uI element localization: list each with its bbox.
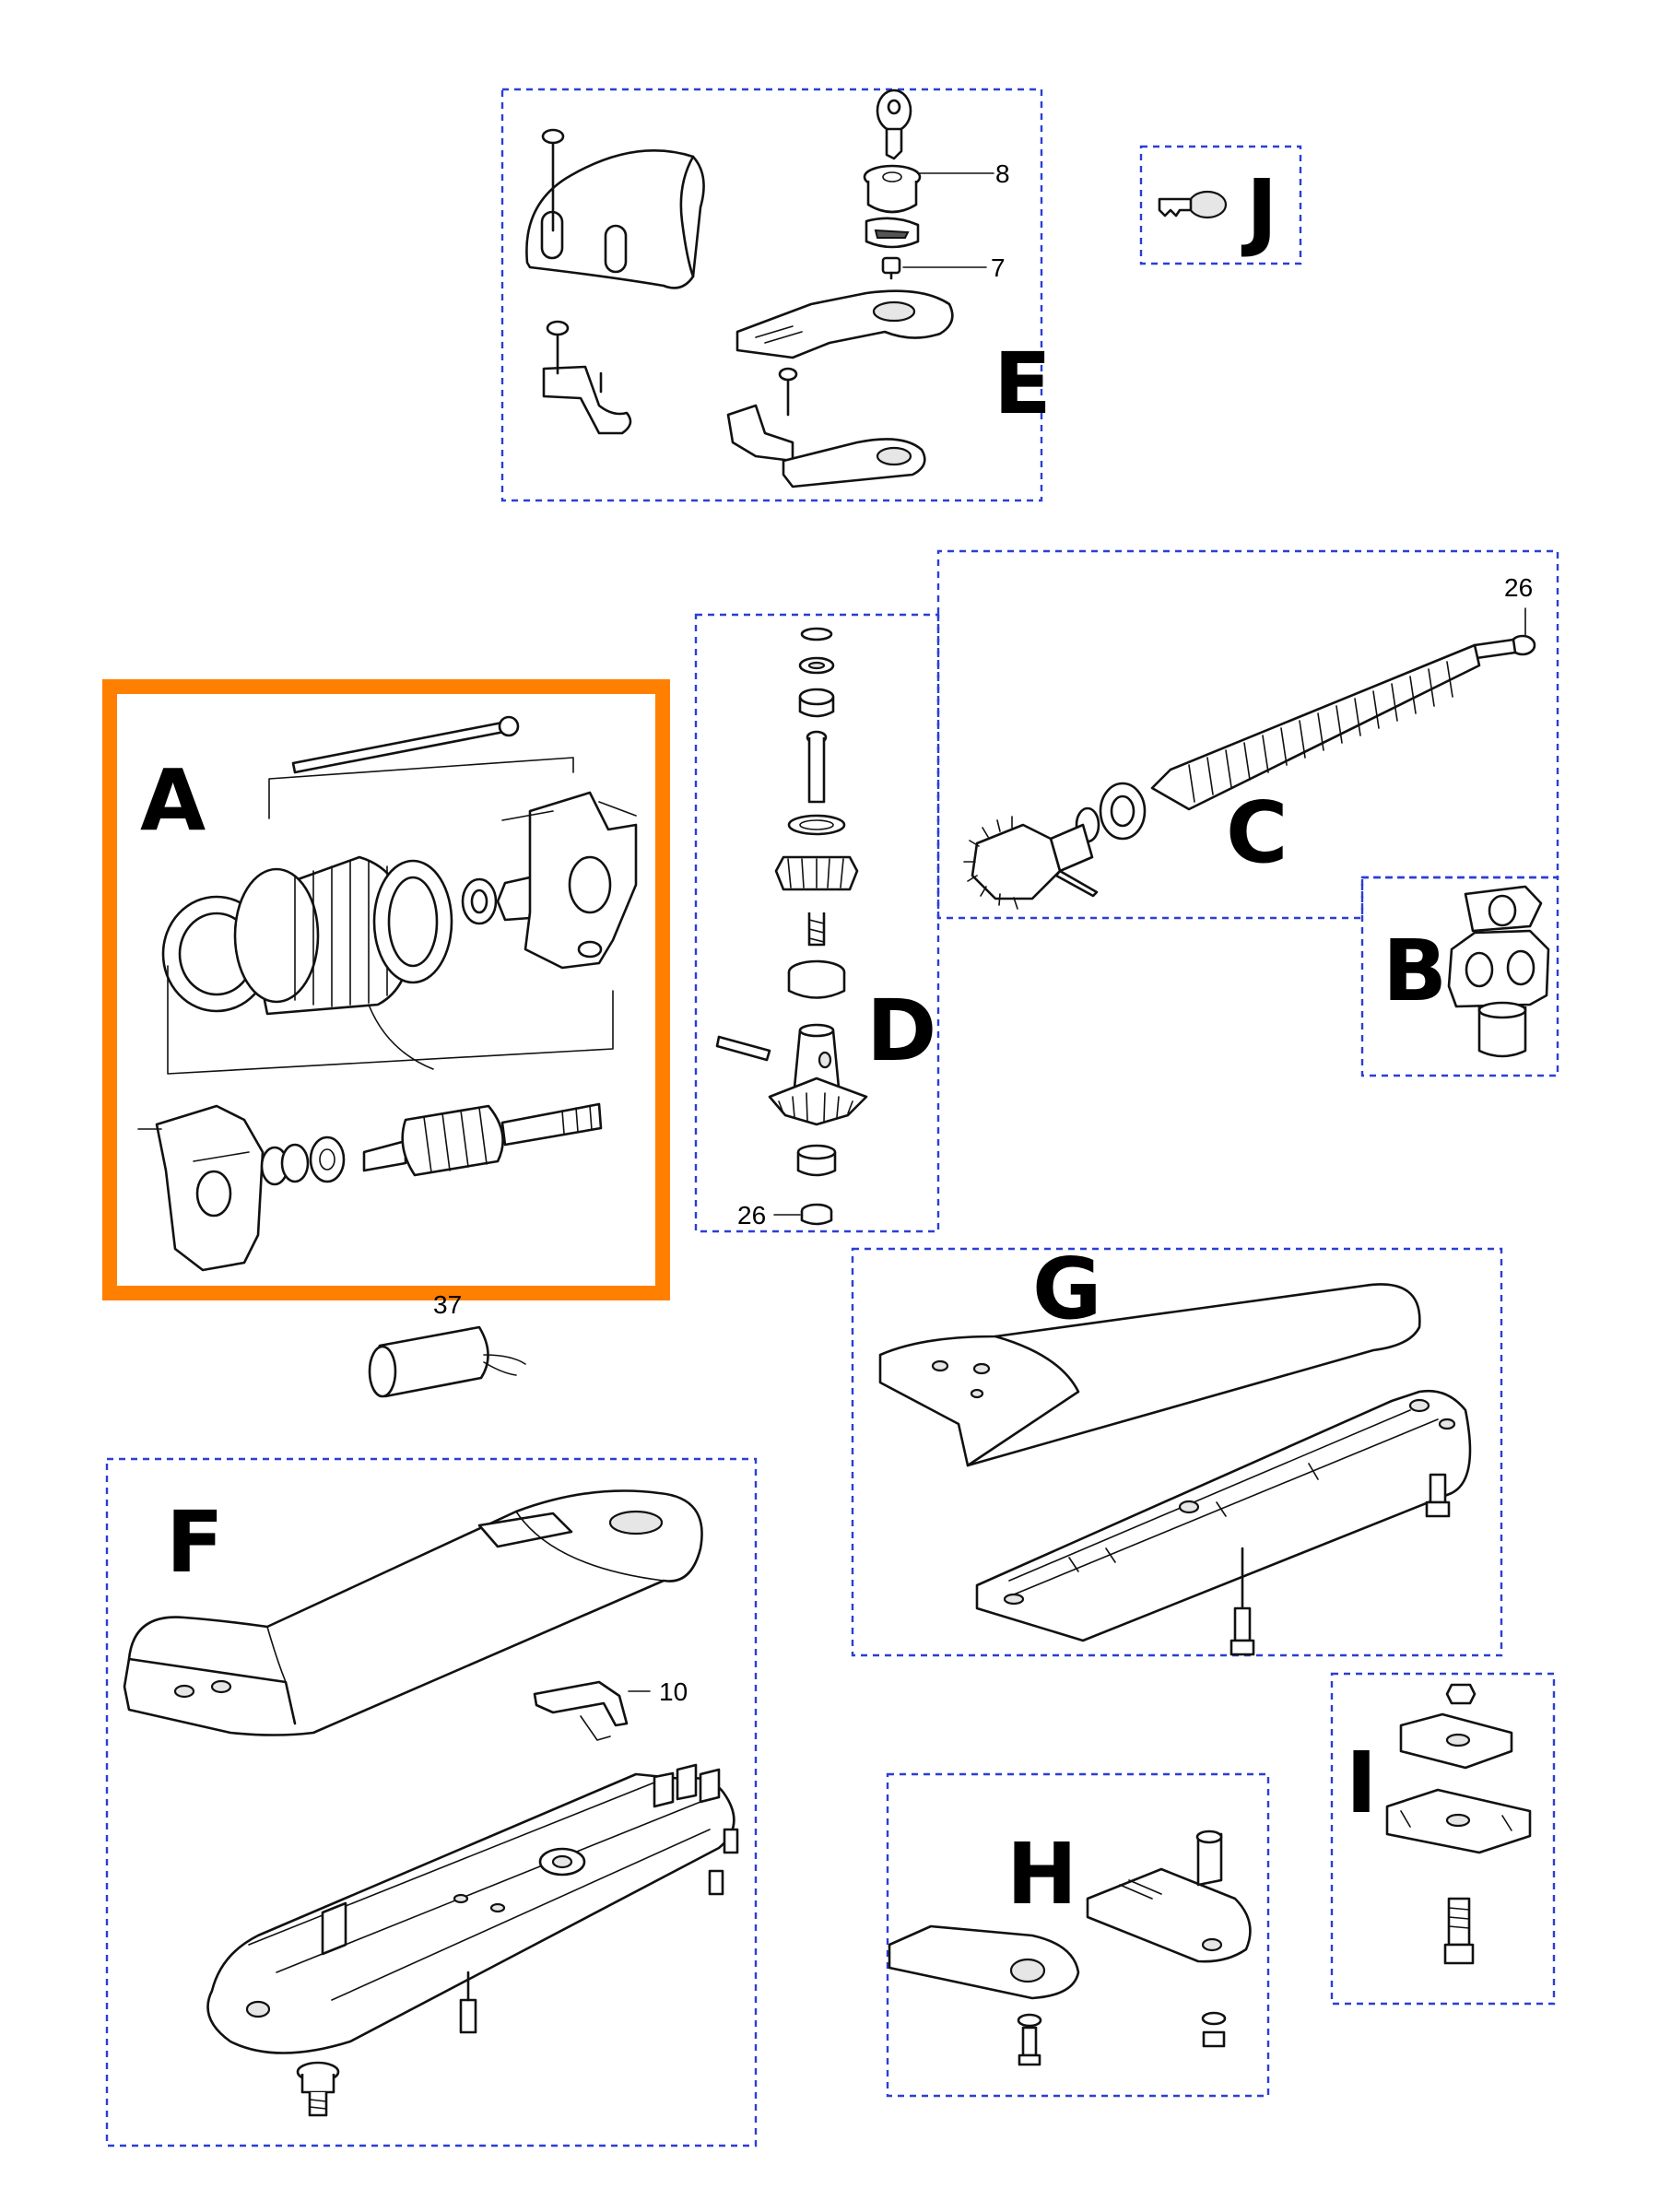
h-left-plate <box>888 1924 1080 2066</box>
f-bracket <box>533 1680 629 1741</box>
c-callout-26: 26 <box>1504 573 1533 602</box>
e-lock-cylinder <box>863 164 922 249</box>
group-j-label: J <box>1241 161 1277 260</box>
g-base-rail <box>975 1389 1472 1642</box>
a-end-bracket-bottom <box>137 1104 265 1272</box>
group-a-highlight-border <box>102 679 670 1300</box>
e-callout-7: 7 <box>991 253 1006 282</box>
i-slider-block <box>1385 1788 1532 1854</box>
b-fork-connector <box>1447 885 1550 1058</box>
e-small-screw <box>881 256 901 280</box>
group-f-border <box>105 1457 758 2147</box>
a-end-bracket-top <box>501 791 638 970</box>
f-base-plate <box>206 1763 735 2054</box>
group-d-label: D <box>866 982 936 1080</box>
group-i[interactable]: I <box>1330 1672 1556 2006</box>
group-e-label: E <box>994 335 1052 433</box>
i-nut-block <box>1399 1683 1513 1770</box>
group-e-border <box>500 88 1043 502</box>
f-adjuster-foot <box>296 2061 340 2117</box>
capacitor[interactable]: 37 <box>368 1290 526 1398</box>
e-release-lever <box>735 289 954 359</box>
f-top-housing <box>123 1489 703 1736</box>
group-g-label: G <box>1032 1240 1102 1338</box>
group-d[interactable]: 26 D <box>694 613 940 1233</box>
group-h[interactable]: H <box>886 1772 1270 2098</box>
group-j[interactable]: J <box>1139 145 1302 265</box>
a-bolt-guide <box>268 757 574 819</box>
a-bearing <box>461 876 538 925</box>
a-long-bolt <box>291 715 520 774</box>
i-bolt <box>1443 1897 1475 1965</box>
group-a-label: A <box>140 751 206 850</box>
group-e[interactable]: 8 7 E <box>500 88 1052 502</box>
group-f[interactable]: F 10 <box>105 1457 758 2147</box>
e-cover <box>525 128 705 289</box>
e-callout-8: 8 <box>995 159 1010 188</box>
group-d-border <box>694 613 940 1233</box>
group-c[interactable]: 26 C <box>936 549 1559 920</box>
g-top-cover <box>878 1283 1421 1467</box>
d-parts-stack <box>715 627 868 1226</box>
capacitor-callout: 37 <box>433 1290 462 1319</box>
a-stator-guide <box>167 965 614 1075</box>
e-key-icon <box>876 88 912 160</box>
group-g[interactable]: G <box>851 1240 1503 1657</box>
h-right-plate <box>1086 1830 1252 2048</box>
group-b-label: B <box>1382 922 1447 1020</box>
group-c-label: C <box>1226 783 1288 882</box>
a-bearing-stack <box>260 1135 346 1186</box>
a-rotor <box>362 1102 603 1177</box>
a-stator <box>161 855 453 1070</box>
f-callout-10: 10 <box>659 1677 688 1706</box>
group-a[interactable]: A <box>102 679 670 1300</box>
c-worm-shaft <box>963 634 1536 910</box>
group-h-border <box>886 1772 1270 2098</box>
j-key-icon <box>1158 190 1228 219</box>
e-lower-lever <box>726 367 926 488</box>
group-f-label: F <box>166 1493 224 1592</box>
group-b-border <box>1360 876 1559 1077</box>
f-screws <box>459 1828 739 2034</box>
d-callout-26: 26 <box>737 1201 766 1230</box>
e-bracket <box>542 320 632 435</box>
group-i-label: I <box>1346 1734 1377 1832</box>
group-g-border <box>851 1247 1503 1657</box>
group-i-border <box>1330 1672 1556 2006</box>
g-screw-front <box>1230 1547 1255 1656</box>
g-screw-back <box>1425 1473 1451 1518</box>
group-b[interactable]: B <box>1360 876 1559 1077</box>
group-j-border <box>1139 145 1302 265</box>
group-h-label: H <box>1006 1825 1077 1924</box>
